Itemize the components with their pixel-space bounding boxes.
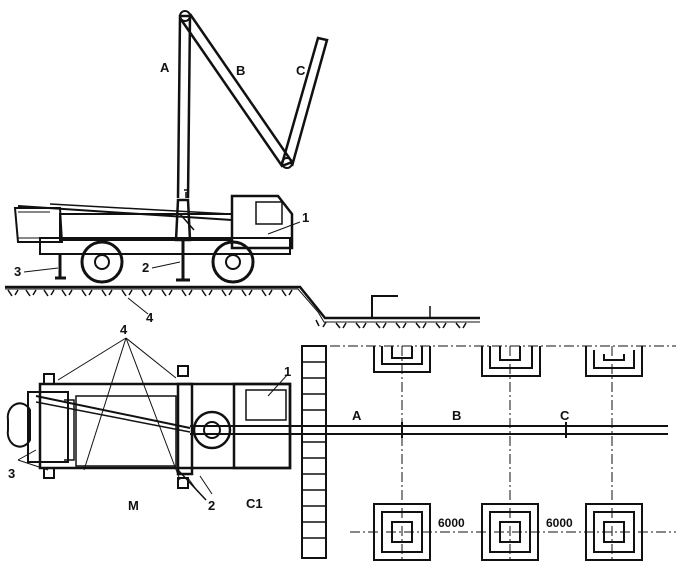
- dimension-span-2: 6000: [546, 516, 573, 530]
- plan-leaders: [17, 337, 289, 495]
- boom-label-a: A: [160, 60, 170, 75]
- boom-segment-c: [280, 36, 329, 167]
- pipeline: [190, 422, 668, 438]
- callout-plan-1: 1: [284, 364, 291, 379]
- callout-plan-4: 4: [120, 322, 128, 337]
- callout-side-2: 2: [142, 260, 149, 275]
- ground-profile: [5, 285, 480, 329]
- wheel-rear: [80, 240, 124, 284]
- plan-view: [6, 337, 676, 561]
- pipeline-label-b: B: [452, 408, 461, 423]
- side-leaders: [23, 221, 301, 315]
- callout-side-1: 1: [302, 210, 309, 225]
- footings-top: [373, 346, 643, 377]
- callout-plan-3: 3: [8, 466, 15, 481]
- truck-side: [13, 194, 294, 284]
- machine-label: M: [128, 498, 139, 513]
- boom-arm: [176, 10, 329, 199]
- boom-segment-a: [176, 14, 192, 199]
- wheel-front: [211, 240, 255, 284]
- boom-segment-b: [178, 13, 294, 168]
- boom-label-c: C: [296, 63, 306, 78]
- boom-label-b: B: [236, 63, 245, 78]
- pipeline-label-a: A: [352, 408, 362, 423]
- callout-plan-2: 2: [208, 498, 215, 513]
- callout-side-3: 3: [14, 264, 21, 279]
- side-view: [5, 10, 480, 329]
- callout-side-4: 4: [146, 310, 154, 325]
- truck-cab: [230, 194, 294, 250]
- grid-axes: [330, 345, 676, 560]
- pipeline-label-c: C: [560, 408, 570, 423]
- scale-ruler: [301, 345, 327, 559]
- dimension-span-1: 6000: [438, 516, 465, 530]
- footings-bottom: [373, 503, 643, 561]
- axis-label-c1: C1: [246, 496, 263, 511]
